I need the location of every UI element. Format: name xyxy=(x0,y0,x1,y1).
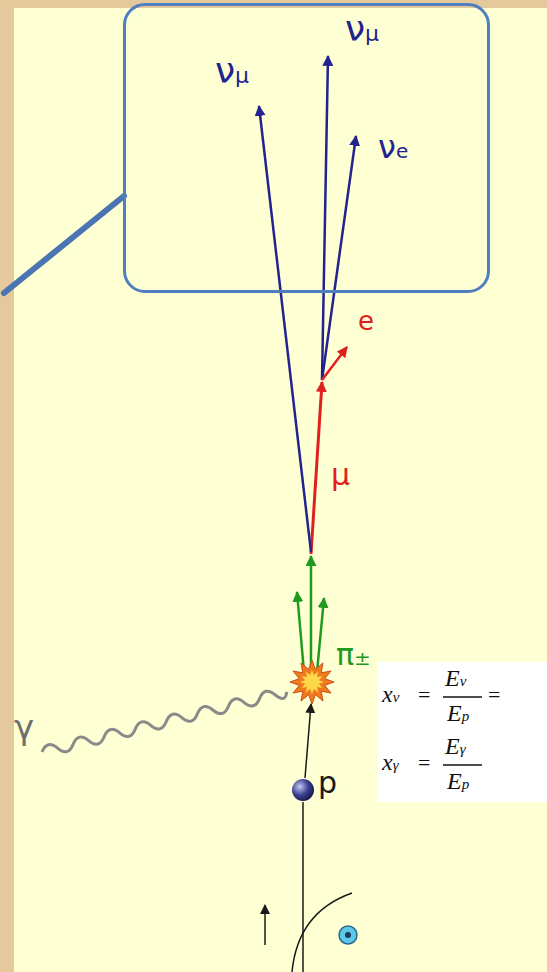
pion-arrow xyxy=(310,556,313,668)
formula-inset: xν=EνEp=xγ=EγEp xyxy=(378,662,547,802)
text-slot: Ep xyxy=(447,701,469,725)
photon-wave xyxy=(41,687,288,758)
formula-symbol: xν xyxy=(382,682,399,706)
text-slot: Eν xyxy=(445,666,466,690)
fraction-bar xyxy=(443,696,482,697)
label-slot: γ xyxy=(14,710,34,744)
pion-label: π± xyxy=(336,640,371,670)
neutrino-label: νμ xyxy=(215,53,249,89)
formula-equals: = xyxy=(418,752,430,774)
decay-products-box: νμ νμ νe xyxy=(123,3,490,293)
field-arrow xyxy=(264,905,266,945)
neutrino-arrow xyxy=(322,136,356,380)
formula-denominator: Ep xyxy=(447,701,469,725)
muon-label: μ xyxy=(331,460,350,490)
label-slot: e xyxy=(358,308,374,334)
neutrino-arrow xyxy=(259,106,311,552)
text-slot: νμ xyxy=(215,53,249,89)
label-slot: μ xyxy=(331,460,350,490)
proton-track xyxy=(305,704,311,778)
electron-arrow xyxy=(322,347,347,380)
proton-track xyxy=(302,802,304,972)
text-slot: = xyxy=(418,684,430,706)
formula-numerator: Eν xyxy=(445,666,466,690)
text-slot: xγ xyxy=(382,750,399,774)
interaction-burst xyxy=(290,660,334,704)
text-slot: νμ xyxy=(345,11,379,47)
fraction-bar xyxy=(443,764,482,765)
interaction-burst-core xyxy=(300,670,324,694)
muon-arrow xyxy=(311,382,322,554)
formula-equals: = xyxy=(418,684,430,706)
callout-leader xyxy=(4,196,124,293)
proton-sphere xyxy=(292,779,314,801)
neutrino-label: νμ xyxy=(345,11,379,47)
text-slot: = xyxy=(488,684,500,706)
source-circle xyxy=(339,926,357,944)
text-slot: Eγ xyxy=(445,734,466,758)
formula-equals: = xyxy=(488,684,500,706)
pion-arrow xyxy=(297,592,304,672)
label-slot: p xyxy=(318,768,337,798)
label-slot: π± xyxy=(336,640,371,670)
text-slot: Ep xyxy=(447,769,469,793)
formula-numerator: Eγ xyxy=(445,734,466,758)
pion-arrow xyxy=(317,598,324,672)
neutrino-arrow xyxy=(322,56,328,380)
photon-label: γ xyxy=(14,710,34,744)
formula-symbol: xγ xyxy=(382,750,399,774)
text-slot: xν xyxy=(382,682,399,706)
proton-label: p xyxy=(318,768,337,798)
text-slot: = xyxy=(418,752,430,774)
electron-label: e xyxy=(358,308,374,334)
formula-denominator: Ep xyxy=(447,769,469,793)
formula-panel xyxy=(378,662,547,802)
text-slot: νe xyxy=(378,131,408,163)
source-dot xyxy=(345,932,351,938)
neutrino-label: νe xyxy=(378,131,408,163)
page-ground xyxy=(14,8,547,972)
